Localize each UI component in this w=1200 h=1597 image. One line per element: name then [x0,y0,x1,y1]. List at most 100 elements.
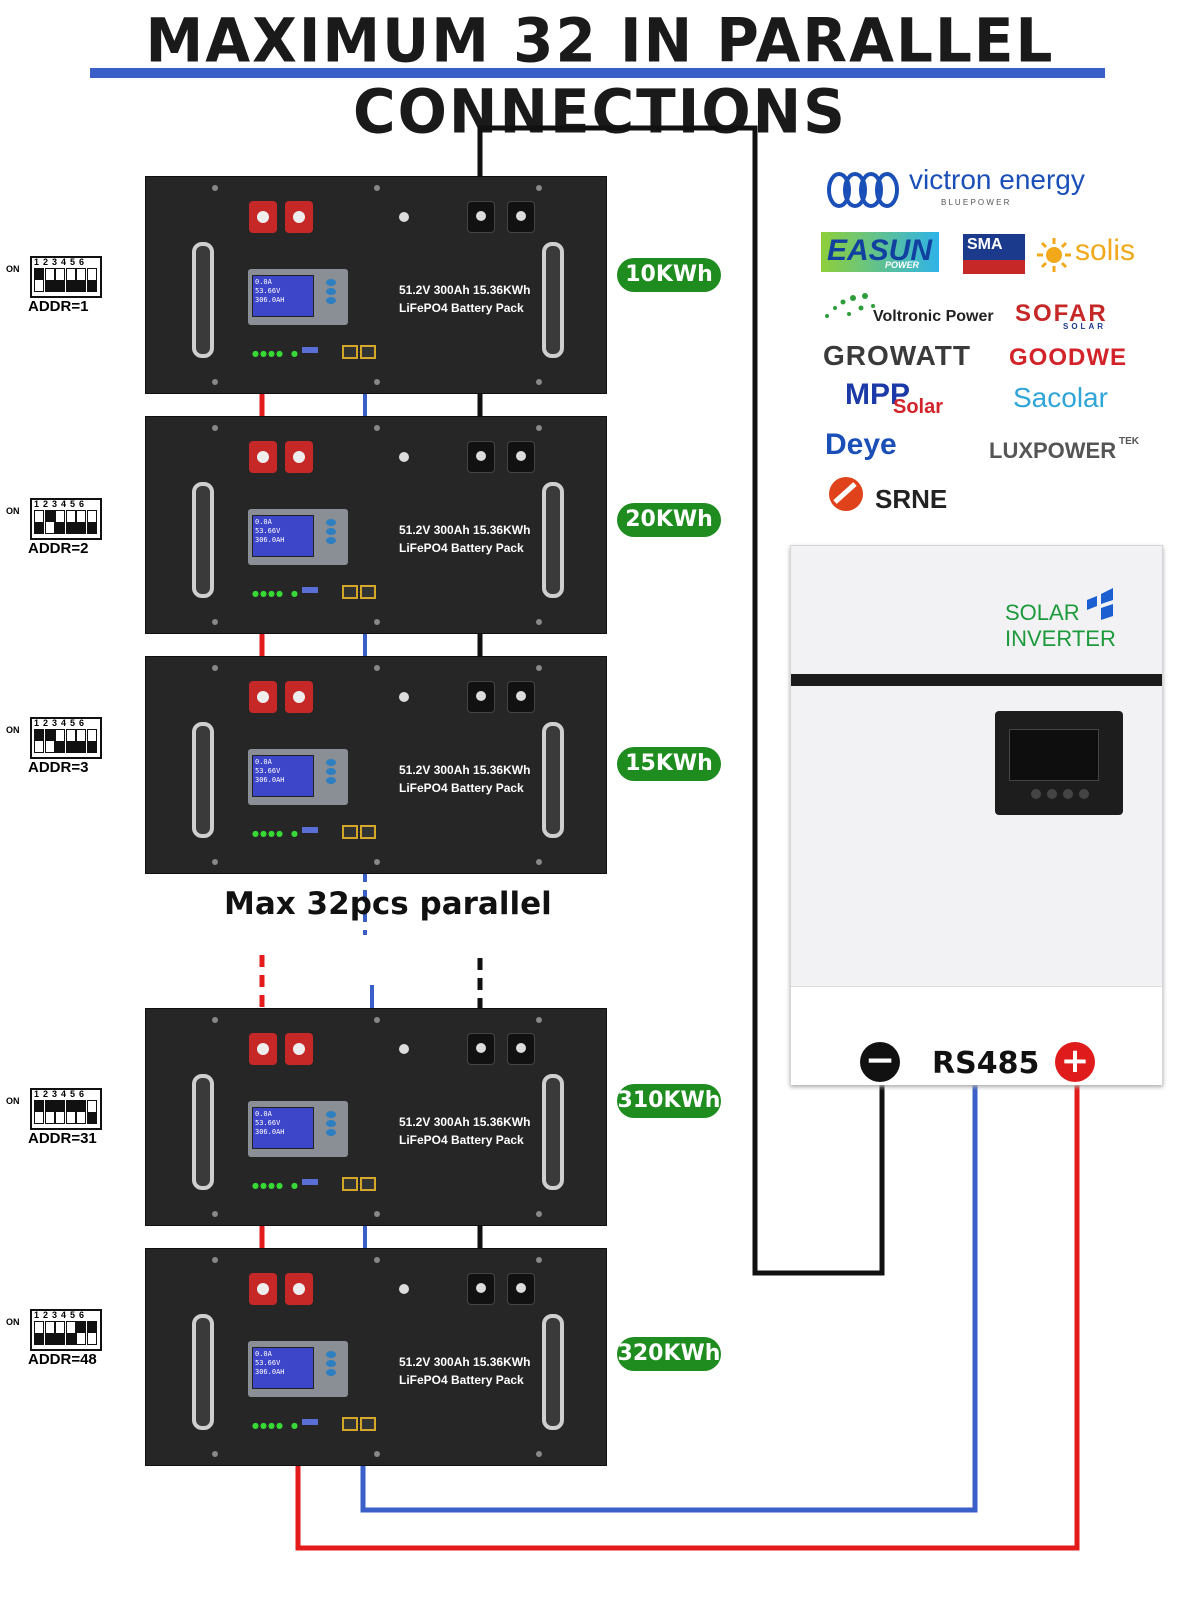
negative-terminal [467,441,495,473]
screw [536,859,542,865]
inverter-display [995,711,1123,815]
negative-terminal [507,441,535,473]
dip-toggle [34,1321,44,1345]
negative-terminal-icon: − [860,1042,900,1082]
brand-growatt: GROWATT [823,340,972,371]
screw [536,619,542,625]
lcd-buttons [326,1351,338,1389]
dip-toggle [76,1100,86,1124]
screw [374,1017,380,1023]
screw [212,425,218,431]
positive-terminal [285,441,313,473]
sma-logo-stripe [963,260,1025,274]
brand-srne: SRNE [875,484,948,514]
dip-toggle [55,729,65,753]
comm-port [360,1417,376,1431]
dip-toggle [86,268,97,292]
brand-sacolar: Sacolar [1013,382,1108,413]
dip-toggle [55,510,65,534]
inverter-button[interactable] [1047,789,1057,799]
address-label: ADDR=1 [28,298,89,315]
dip-toggle [44,510,55,534]
screw [374,425,380,431]
status-knob [399,212,409,222]
brand-luxpower: LUXPOWER [989,438,1117,463]
inverter-button[interactable] [1063,789,1073,799]
title-underline [90,68,1105,78]
brand-victron-sub: B L U E P O W E R [941,198,1010,207]
status-knob [399,692,409,702]
inverter-label-inverter: INVERTER [1005,626,1116,651]
brand-sma: SMA [967,236,1003,253]
brand-sofar: SOFAR [1015,300,1108,327]
positive-terminal [249,441,277,473]
comm-port [360,585,376,599]
status-leds: ●●●● ● [252,589,299,598]
positive-terminal [285,201,313,233]
negative-main-wire [477,125,885,1276]
screw [212,859,218,865]
dip-toggle [44,1100,55,1124]
brand-solis: solis [1075,234,1136,267]
lcd-buttons [326,1111,338,1149]
screw [536,185,542,191]
screw [374,1257,380,1263]
status-knob [399,452,409,462]
rs485-label: RS485 [932,1046,1040,1081]
handle-left [192,242,214,358]
negative-terminal [467,201,495,233]
address-label: ADDR=2 [28,540,89,557]
screw [212,619,218,625]
screw [536,379,542,385]
address-label: ADDR=3 [28,759,89,776]
dip-toggle [34,268,44,292]
easun-logo [821,232,939,272]
comm-port [342,345,358,359]
dip-toggle [76,1321,86,1345]
status-leds: ●●●● ● [252,1421,299,1430]
srne-logo-icon [829,477,863,511]
inverter-button[interactable] [1031,789,1041,799]
brand-easun-sub: POWER [885,260,920,270]
dip-switch-mini [302,347,318,353]
negative-terminal [467,1033,495,1065]
dip-switch-mini [302,1179,318,1185]
inverter-lower-panel [791,986,1162,1085]
brand-goodwe: GOODWE [1009,344,1127,371]
inverter-button[interactable] [1079,789,1089,799]
comm-port [342,825,358,839]
dip-toggle [76,510,86,534]
lcd-buttons [326,519,338,557]
brand-voltronic: Voltronic Power [873,308,994,325]
capacity-badge: 320KWh [617,1337,721,1371]
negative-terminal [507,681,535,713]
capacity-badge: 15KWh [617,747,721,781]
screw [536,1257,542,1263]
dip-toggle [86,1100,97,1124]
capacity-badge: 310KWh [617,1084,721,1118]
screw [374,1211,380,1217]
voltronic-dots-icon [825,293,875,318]
handle-left [192,722,214,838]
screw [374,665,380,671]
screw [536,1451,542,1457]
dip-toggle [34,1100,44,1124]
positive-terminal [249,201,277,233]
status-leds: ●●●● ● [252,349,299,358]
dip-switch-mini [302,587,318,593]
